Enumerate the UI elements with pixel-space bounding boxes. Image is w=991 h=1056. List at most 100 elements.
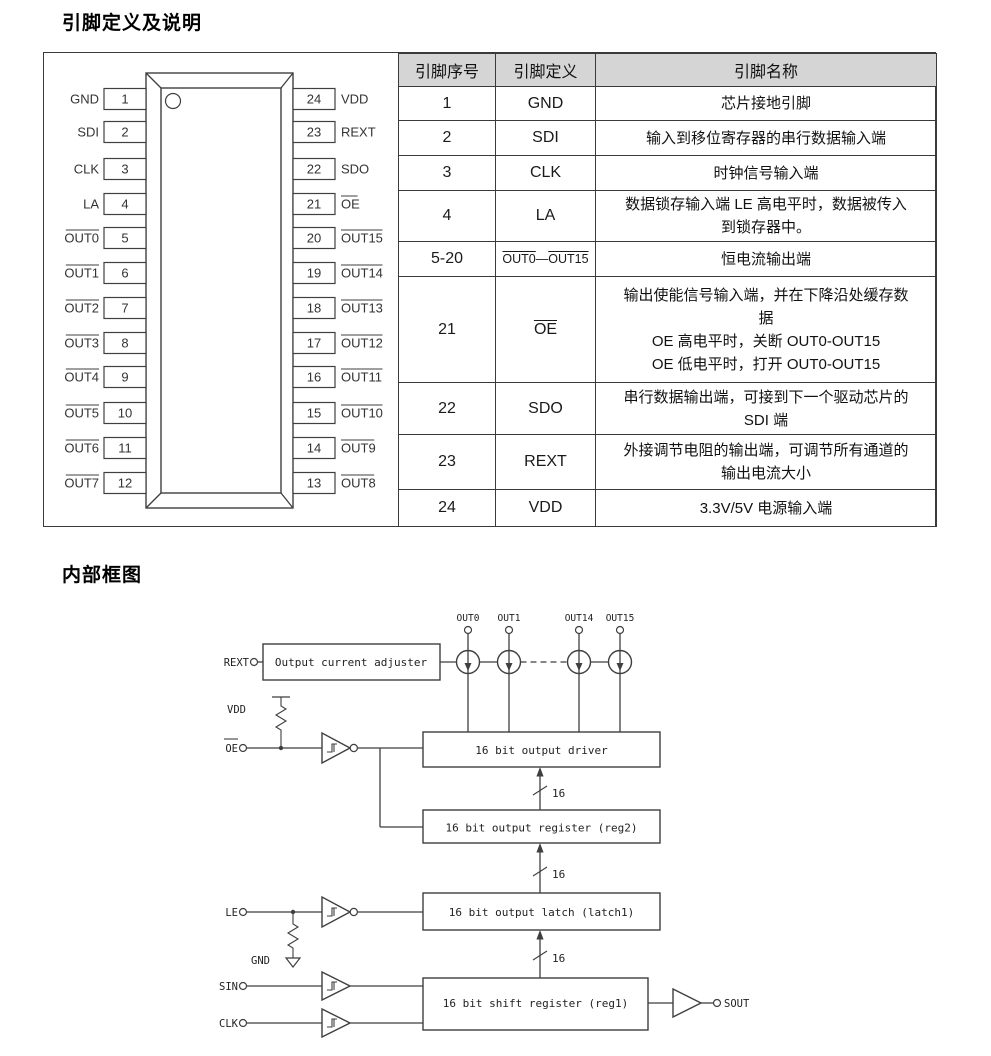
pin-description-cell: 3.3V/5V 电源输入端 bbox=[595, 489, 937, 527]
pin-description-cell: 芯片接地引脚 bbox=[595, 86, 937, 121]
pin-label: OUT4 bbox=[64, 370, 99, 385]
pin-box-right-20 bbox=[292, 226, 336, 250]
pin-box-right-15 bbox=[292, 401, 336, 425]
gnd-resistor bbox=[286, 912, 300, 958]
bus-width-label: 16 bbox=[552, 952, 565, 965]
pin-name: — bbox=[535, 252, 549, 266]
chip-body-outer bbox=[145, 72, 294, 509]
pin-number-cell: 23 bbox=[398, 434, 496, 490]
pin-number: 20 bbox=[307, 231, 321, 246]
pin-name-overlined: OE bbox=[533, 320, 558, 338]
pin-label: SDO bbox=[341, 162, 369, 177]
pin-number: 13 bbox=[307, 476, 321, 491]
pin-definition-cell: LA bbox=[495, 190, 596, 242]
pin-number: 10 bbox=[118, 406, 132, 421]
vdd-pullup: VDD bbox=[227, 696, 290, 751]
pin-number: 21 bbox=[307, 197, 321, 212]
chip-package-body bbox=[145, 72, 294, 509]
out14-label: OUT14 bbox=[565, 613, 594, 624]
sout-output: SOUT bbox=[648, 987, 750, 1019]
pin-table-row: 24 VDD 3.3V/5V 电源输入端 bbox=[398, 489, 937, 527]
driver-label: 16 bit output driver bbox=[475, 744, 608, 757]
pin-number: 22 bbox=[307, 162, 321, 177]
pin-label: REXT bbox=[341, 125, 376, 140]
pin-description-cell: 外接调节电阻的输出端，可调节所有通道的 输出电流大小 bbox=[595, 434, 937, 490]
pin-number-cell: 24 bbox=[398, 489, 496, 527]
pin-number: 3 bbox=[121, 162, 128, 177]
bus-width-label: 16 bbox=[552, 868, 565, 881]
pin-box-right-21 bbox=[292, 192, 336, 216]
bus-slash bbox=[532, 950, 548, 961]
sin-schmitt-buffer bbox=[321, 970, 352, 1002]
pin-label: SDI bbox=[77, 125, 99, 140]
le-terminal-circle bbox=[238, 907, 248, 917]
pin-name: GND bbox=[527, 94, 564, 112]
rext-terminal: REXT bbox=[224, 657, 263, 669]
pin-definition-cell: OE bbox=[495, 276, 596, 383]
bus-arrowhead bbox=[536, 843, 544, 853]
pin-label: OE bbox=[341, 197, 360, 212]
le-input: LE GND bbox=[225, 895, 423, 968]
pin-box-right-17 bbox=[292, 331, 336, 355]
pin-box-left-7 bbox=[103, 296, 147, 320]
pin-number: 4 bbox=[121, 197, 128, 212]
pin-box-right-13 bbox=[292, 471, 336, 495]
pin-number: 23 bbox=[307, 125, 321, 140]
pin-name: VDD bbox=[528, 499, 563, 516]
oe-terminal-circle bbox=[238, 743, 248, 753]
pin-box-right-23 bbox=[292, 120, 336, 144]
pin-label: VDD bbox=[341, 92, 368, 107]
out15-label: OUT15 bbox=[606, 613, 635, 624]
oe-schmitt-inverter bbox=[321, 731, 352, 765]
reg1-label: 16 bit shift register (reg1) bbox=[443, 997, 628, 1010]
pin-number: 14 bbox=[307, 441, 321, 456]
pin-box-right-18 bbox=[292, 296, 336, 320]
pin-table-header-2: 引脚名称 bbox=[595, 53, 937, 87]
pin-box-left-3 bbox=[103, 157, 147, 181]
pin1-indicator-dot bbox=[164, 92, 182, 110]
block-output-driver: 16 bit output driver bbox=[422, 731, 661, 768]
pin-number-cell: 1 bbox=[398, 86, 496, 121]
pin-description-cell: 恒电流输出端 bbox=[595, 241, 937, 277]
pin-number: 8 bbox=[121, 336, 128, 351]
pin-number: 19 bbox=[307, 266, 321, 281]
pin-name: SDI bbox=[532, 129, 559, 146]
oe-input: OE bbox=[224, 731, 423, 828]
pin-table-header-row: 引脚序号引脚定义引脚名称 bbox=[398, 53, 937, 87]
pin-description-cell: 串行数据输出端，可接到下一个驱动芯片的 SDI 端 bbox=[595, 382, 937, 435]
ground-symbol bbox=[284, 957, 302, 968]
pin-definition-cell: SDI bbox=[495, 120, 596, 156]
pin-box-left-9 bbox=[103, 365, 147, 389]
pin-description-cell: 数据锁存输入端 LE 高电平时，数据被传入 到锁存器中。 bbox=[595, 190, 937, 242]
pin-label: OUT10 bbox=[341, 406, 383, 421]
out1-label: OUT1 bbox=[498, 613, 521, 624]
pin-number: 11 bbox=[118, 441, 132, 456]
pin-label: OUT13 bbox=[341, 301, 383, 316]
pin-number: 1 bbox=[121, 92, 128, 107]
clk-label: CLK bbox=[219, 1018, 239, 1030]
pin-number: 7 bbox=[121, 301, 128, 316]
pin-number: 6 bbox=[121, 266, 128, 281]
pin-name: LA bbox=[535, 207, 556, 224]
chip-body-inner bbox=[160, 87, 282, 494]
pin-label: CLK bbox=[74, 162, 100, 177]
chip-bevel-top-left bbox=[145, 72, 162, 89]
pin-label: LA bbox=[83, 197, 99, 212]
bus-latch1-reg1: 16 bbox=[532, 930, 565, 978]
pin-label: OUT14 bbox=[341, 266, 383, 281]
pin-label: OUT3 bbox=[64, 336, 99, 351]
pin-label: OUT9 bbox=[341, 441, 376, 456]
pin-number-cell: 21 bbox=[398, 276, 496, 383]
chip-bevel-top-right bbox=[280, 72, 294, 89]
bus-slash bbox=[532, 866, 548, 877]
pin-label: OUT8 bbox=[341, 476, 376, 491]
out14-terminal-circle bbox=[574, 625, 584, 635]
pin-rows: 1GND2SDI3CLK4LA5OUT06OUT17OUT28OUT39OUT4… bbox=[64, 87, 383, 495]
bus-reg2-latch1: 16 bbox=[532, 843, 565, 893]
pin-box-left-12 bbox=[103, 471, 147, 495]
clk-terminal-circle bbox=[238, 1018, 248, 1028]
